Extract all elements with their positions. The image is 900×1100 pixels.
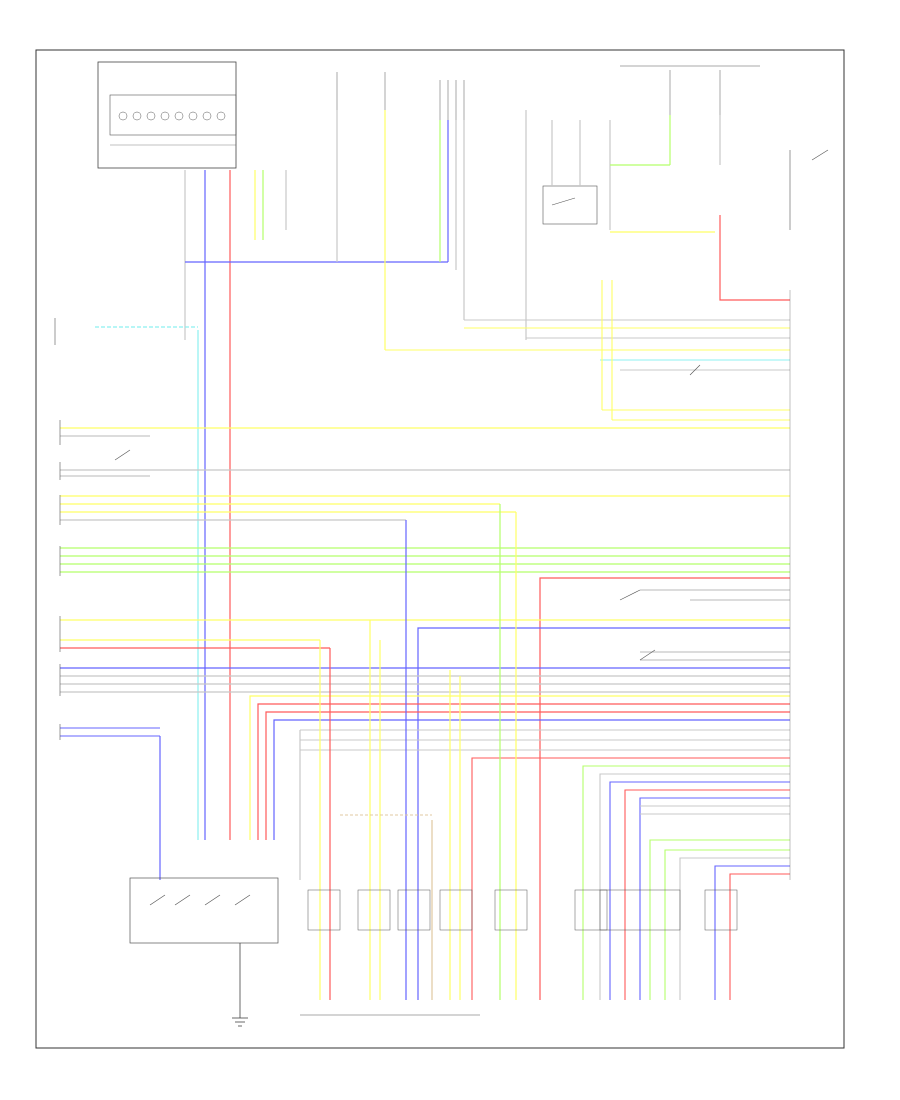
fuse-block bbox=[97, 61, 237, 169]
transmission-solenoids bbox=[300, 889, 738, 1016]
wires-bottom-left-verticals bbox=[159, 730, 301, 880]
wires-pcm-right bbox=[649, 839, 790, 1000]
wires-vertical-left bbox=[184, 170, 287, 840]
wires-yellow-verticals bbox=[601, 280, 790, 421]
wires-solenoid-verticals bbox=[319, 504, 517, 1000]
wires-vertical-right bbox=[525, 110, 721, 340]
fuse-taps-center bbox=[336, 72, 465, 120]
wires-right-middle bbox=[539, 577, 790, 1000]
relay-left bbox=[542, 185, 598, 225]
ground-bottom bbox=[232, 943, 248, 1027]
diagram-frame bbox=[35, 49, 845, 1049]
wire-red-right bbox=[719, 215, 790, 301]
left-side-components bbox=[54, 318, 701, 740]
transmission-range-sensor bbox=[129, 877, 279, 944]
wires-vertical-center bbox=[336, 110, 465, 350]
wires-right-bundle-upper bbox=[385, 299, 790, 371]
wires-mid-horizontal bbox=[60, 619, 790, 1000]
switch-top-right bbox=[789, 149, 829, 230]
wires-green-horizontal bbox=[60, 547, 790, 573]
wires-long-horizontal-1 bbox=[60, 427, 790, 521]
wires-lower-horizontal bbox=[60, 667, 790, 840]
fuse-box-top-right bbox=[620, 65, 760, 115]
